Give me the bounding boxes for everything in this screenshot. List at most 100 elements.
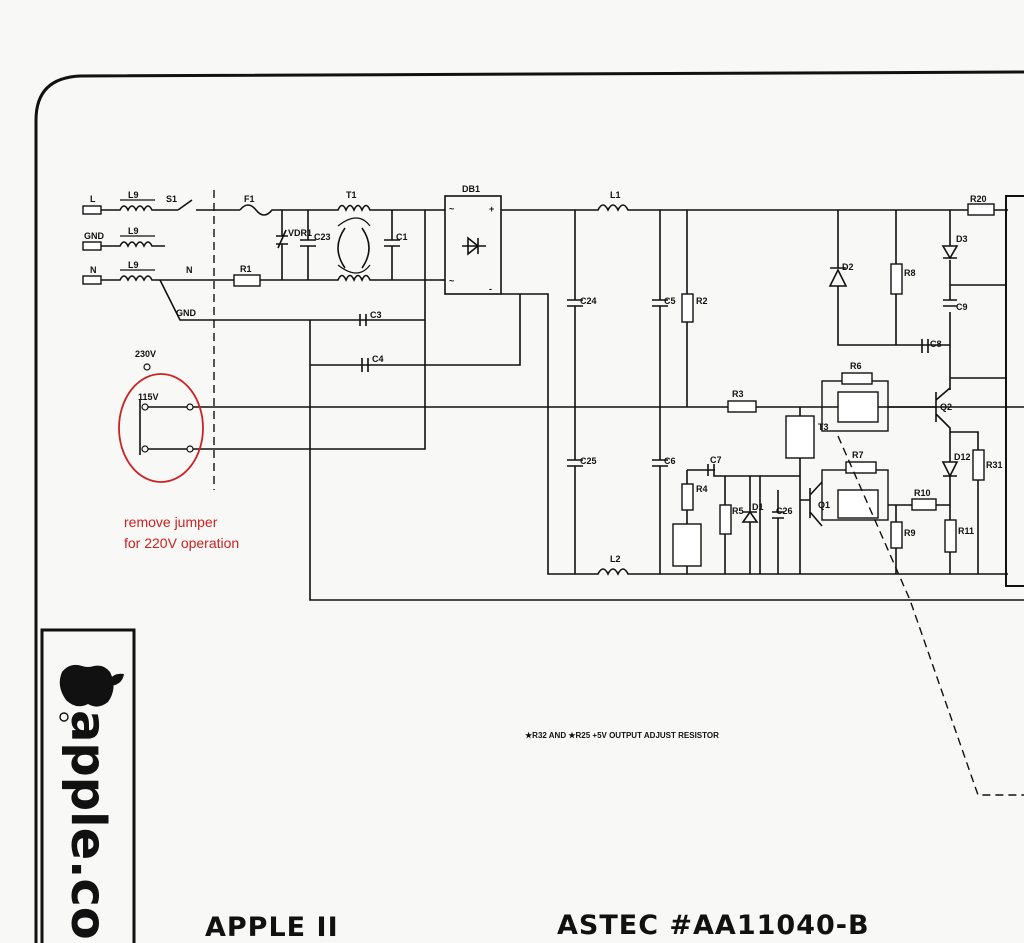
label-n: N: [90, 265, 97, 275]
label-vdr1: VDR1: [288, 228, 312, 238]
jumper-pin-1: [141, 403, 149, 411]
jumper-pin-4: [186, 445, 194, 453]
component-block-lower: [672, 523, 702, 567]
terminal-l: [82, 205, 102, 215]
label-r20: R20: [970, 194, 987, 204]
label-s1: S1: [166, 194, 177, 204]
resistor-r6: [841, 372, 873, 385]
diode-d2: [828, 267, 848, 287]
terminal-n: [82, 275, 102, 285]
right-module-box: [1005, 195, 1024, 587]
sheet-border: [34, 70, 1024, 943]
label-l: L: [90, 194, 96, 204]
label-c1: C1: [396, 232, 408, 242]
label-r5: R5: [732, 506, 744, 516]
label-r9: R9: [904, 528, 916, 538]
label-d12: D12: [954, 452, 971, 462]
label-c5: C5: [664, 296, 676, 306]
transistor-q2: [888, 387, 951, 440]
jumper-pin-2: [186, 403, 194, 411]
label-c6: C6: [664, 456, 676, 466]
resistor-r8: [890, 263, 903, 295]
label-db1: DB1: [462, 184, 480, 194]
apple-logo-icon: [59, 664, 124, 722]
label-q2: Q2: [940, 402, 952, 412]
label-c4: C4: [372, 354, 384, 364]
label-c24: C24: [580, 296, 597, 306]
label-r7: R7: [852, 450, 864, 460]
label-l9-top: L9: [128, 190, 139, 200]
label-r31: R31: [986, 460, 1003, 470]
resistor-r1: [233, 274, 261, 287]
label-gnd: GND: [84, 231, 105, 241]
jumper-note-line1: remove jumper: [124, 514, 218, 530]
label-q1: Q1: [818, 500, 830, 510]
label-l9-mid: L9: [128, 226, 139, 236]
bridge-rectifier-db1: [444, 195, 502, 295]
resistor-r10: [911, 498, 937, 511]
resistor-r20: [967, 203, 995, 216]
resistor-r5: [719, 504, 732, 535]
component-block-t3: [785, 415, 815, 459]
label-l9-bot: L9: [128, 260, 139, 270]
footer-title-right: ASTEC #AA11040-B: [557, 910, 870, 941]
db1-ac-bot: ~: [449, 276, 454, 286]
varistor-vdr1: [276, 210, 288, 280]
label-r3: R3: [732, 389, 744, 399]
choke-t1: [330, 204, 440, 282]
label-r8: R8: [904, 268, 916, 278]
diode-d1: [741, 476, 759, 574]
capacitor-c26: [772, 490, 784, 574]
label-c26: C26: [776, 506, 793, 516]
label-f1: F1: [244, 194, 255, 204]
label-c23: C23: [314, 232, 331, 242]
db1-minus-sign: -: [489, 284, 492, 294]
label-t1: T1: [346, 190, 357, 200]
label-c7: C7: [710, 455, 722, 465]
label-230v: 230V: [135, 349, 156, 359]
inductor-l9: [101, 199, 165, 282]
resistor-r7: [845, 461, 877, 474]
label-r10: R10: [914, 488, 931, 498]
db1-plus-sign: +: [489, 204, 494, 214]
label-l1: L1: [610, 190, 621, 200]
label-115v: 115V: [138, 392, 159, 402]
transistor-q1: [799, 476, 823, 574]
feedback-dashed-path: [837, 435, 1024, 796]
resistor-r31: [972, 449, 985, 481]
db1-ac-top: ~: [449, 204, 454, 214]
resistor-r4: [681, 483, 694, 511]
label-d3: D3: [956, 234, 968, 244]
diode-d3: [941, 245, 959, 260]
resistor-r9: [890, 521, 903, 549]
label-r6: R6: [850, 361, 862, 371]
jumper-pin-3: [141, 445, 149, 453]
label-c8: C8: [930, 339, 942, 349]
terminal-230v: [143, 363, 151, 371]
diode-d12: [941, 461, 959, 478]
capacitor-c23: [300, 210, 316, 280]
label-l2: L2: [610, 554, 621, 564]
label-r4: R4: [696, 484, 708, 494]
resistor-r2: [681, 293, 694, 323]
label-c3: C3: [370, 310, 382, 320]
footer-title-left: APPLE II: [205, 912, 339, 943]
capacitor-c8: [921, 339, 929, 353]
label-c9: C9: [956, 302, 968, 312]
capacitor-c4: [361, 358, 369, 372]
terminal-gnd: [82, 241, 102, 251]
label-gnd2: GND: [176, 308, 197, 318]
jumper-note-line2: for 220V operation: [124, 535, 239, 551]
resistor-r11: [944, 519, 957, 553]
label-d2: D2: [842, 262, 854, 272]
resistor-r3: [727, 400, 757, 413]
jumper-highlight-circle: [118, 373, 204, 483]
label-c25: C25: [580, 456, 597, 466]
label-d1: D1: [752, 502, 764, 512]
brand-box: [40, 628, 136, 943]
label-r2: R2: [696, 296, 708, 306]
capacitor-c1: [384, 210, 400, 280]
label-n2: N: [186, 265, 193, 275]
